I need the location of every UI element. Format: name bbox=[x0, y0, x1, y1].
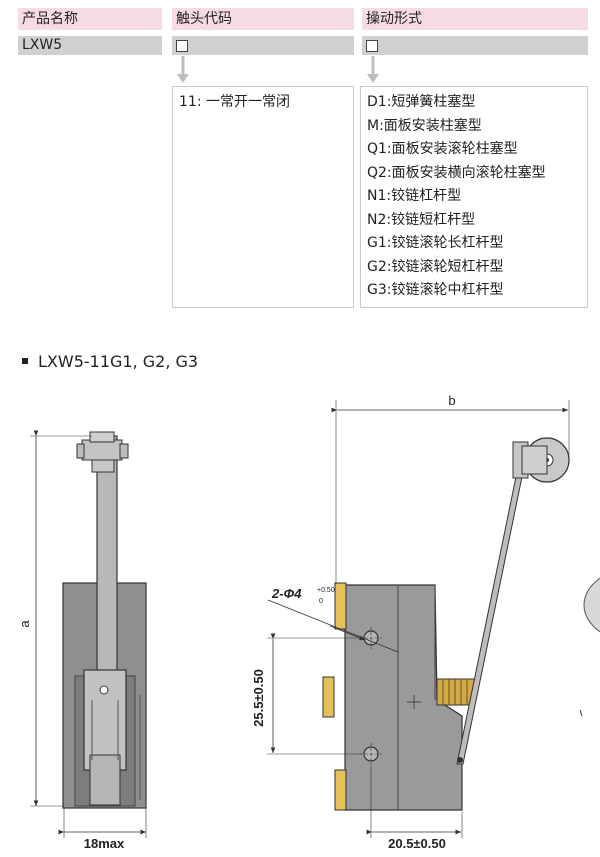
product-value: LXW5 bbox=[18, 36, 162, 55]
front-view bbox=[30, 430, 147, 838]
bullet-icon bbox=[22, 357, 28, 364]
placeholder-square-icon bbox=[176, 40, 188, 52]
operation-value bbox=[362, 36, 588, 55]
contact-options-box: 11: 一常开一常闭 bbox=[172, 86, 354, 308]
dimension-a-label: a bbox=[17, 620, 32, 628]
operation-option: N2:铰链短杠杆型 bbox=[367, 211, 476, 228]
dimension-b-label: b bbox=[448, 393, 455, 408]
hole-tolerance-upper: +0.50 bbox=[317, 587, 335, 594]
operation-options-box: D1:短弹簧柱塞型 M:面板安装柱塞型 Q1:面板安装滚轮柱塞型 Q2:面板安装… bbox=[360, 86, 588, 308]
operation-option: D1:短弹簧柱塞型 bbox=[367, 94, 476, 110]
operation-option: Q2:面板安装横向滚轮柱塞型 bbox=[367, 164, 546, 181]
vertical-spacing-label: 25.5±0.50 bbox=[251, 669, 266, 727]
down-arrow-icon bbox=[367, 56, 379, 83]
horizontal-spacing-label: 20.5±0.50 bbox=[388, 836, 446, 851]
contact-code-value bbox=[172, 36, 354, 55]
operation-option: G3:铰链滚轮中杠杆型 bbox=[367, 282, 504, 298]
header-product-name: 产品名称 bbox=[18, 8, 162, 30]
technical-drawing: a 18max bbox=[17, 393, 600, 851]
down-arrow-icon bbox=[177, 56, 189, 83]
operation-option: M:面板安装柱塞型 bbox=[367, 117, 482, 134]
placeholder-square-icon bbox=[366, 40, 378, 52]
dimension-width-label: 18max bbox=[84, 836, 125, 851]
operation-option: N1:铰链杠杆型 bbox=[367, 188, 462, 204]
hole-tolerance-lower: 0 bbox=[319, 598, 323, 605]
contact-option: 11: 一常开一常闭 bbox=[179, 94, 290, 110]
operation-option: G2:铰链滚轮短杠杆型 bbox=[367, 258, 504, 275]
operation-option: Q1:面板安装滚轮柱塞型 bbox=[367, 141, 518, 157]
operation-option: G1:铰链滚轮长杠杆型 bbox=[367, 235, 504, 251]
section-title-text: LXW5-11G1, G2, G3 bbox=[38, 352, 199, 371]
header-operation-type: 操动形式 bbox=[362, 8, 588, 30]
side-view bbox=[267, 400, 600, 838]
hole-spec-label: 2-Φ4 bbox=[271, 586, 302, 601]
header-contact-code: 触头代码 bbox=[172, 8, 354, 30]
section-title: LXW5-11G1, G2, G3 bbox=[22, 352, 198, 371]
